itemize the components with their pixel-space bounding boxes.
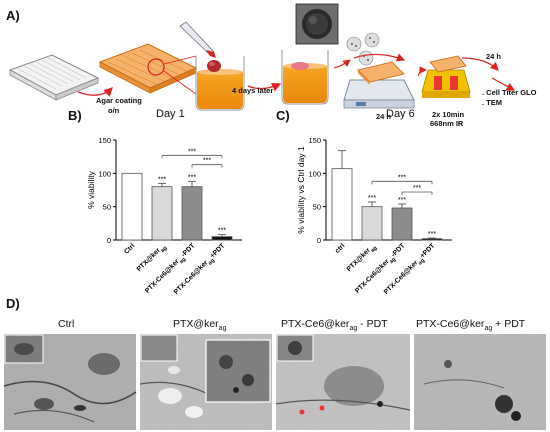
agar-coated-plate [98,43,198,94]
category-label-3: PTX-Ce6@kerag+PDT [383,242,439,296]
step-days-later-label: 4 days later [232,86,274,95]
significance-1: *** [158,176,166,183]
step-ir-line1: 2x 10min [432,110,465,119]
y-tick-label: 50 [313,203,321,212]
tem-micrographs [4,334,546,430]
bar-1 [361,206,383,241]
y-tick-label: 150 [308,136,321,145]
y-tick-label: 0 [107,236,111,245]
bar-3 [421,238,443,241]
ir-illumination-device [421,55,471,98]
bar-2 [391,207,413,241]
step-24h-label: 24 h [376,112,392,121]
tem-inset-ptx-small [140,334,178,362]
plate-shaker [343,53,415,109]
beaker-spheroid [281,50,329,105]
tem-label-ctrl: Ctrl [58,318,75,330]
panel-label-d: D) [6,296,20,311]
tem-inset-ptx-large [205,339,271,403]
nanoparticle-icons [346,32,380,66]
tem-label-plus-pdt: PTX-Ce6@kerag + PDT [416,318,526,333]
bracket-label-0: *** [188,148,196,155]
bracket-label-1: *** [413,185,421,192]
significance-2: *** [188,174,196,181]
significance-2: *** [398,197,406,204]
output-tem-label: . TEM [482,98,502,107]
bracket-label-0: *** [398,174,406,181]
beaker-agar [195,56,245,111]
significance-3: *** [218,228,226,235]
y-tick-label: 100 [308,169,321,178]
category-label-0: Ctrl [123,242,136,255]
chart-b-title: Day 1 [156,108,185,120]
bar-1 [151,186,173,241]
chart-c-title: Day 6 [386,108,415,120]
panel-label-a: A) [6,8,20,23]
workflow-illustration [8,3,516,111]
tem-image-plus-pdt [414,334,546,430]
category-label-3: PTX-Ce6@kerag+PDT [173,242,229,296]
bar-2 [181,186,203,241]
y-axis-label: % viability [86,170,96,209]
pipette [179,21,216,58]
significance-3: *** [428,231,436,238]
tem-image-ptx [139,334,272,430]
y-axis-label: % viability vs Ctrl day 1 [296,146,306,234]
tem-label-minus-pdt: PTX-Ce6@kerag - PDT [281,318,388,333]
step-ir-line2: 668nm IR [430,119,464,128]
significance-1: *** [368,195,376,202]
bracket-label-1: *** [203,158,211,165]
chart-c-day6: 0 50 100 150% viability vs Ctrl day 1 ctrl **… [296,136,452,296]
tem-label-ptx: PTX@kerag [173,318,227,333]
y-tick-label: 50 [103,203,111,212]
output-cell-titer-label: . Cell Titer GLO [482,88,537,97]
category-label-2: PTX-Ce6@kerag-PDT [354,242,409,296]
category-label-0: ctrl [334,242,347,255]
step-24h-second-label: 24 h [486,52,502,61]
bar-0 [331,168,353,241]
panel-label-c: C) [276,108,290,123]
category-label-2: PTX-Ce6@kerag-PDT [144,242,199,296]
step-agar-label: Agar coating [96,96,142,105]
tem-image-minus-pdt [275,334,411,430]
step-overnight-label: o/n [108,106,120,115]
tem-image-ctrl [4,334,137,430]
panel-label-b: B) [68,108,82,123]
y-tick-label: 150 [98,136,111,145]
spheroid-micrograph [295,3,339,45]
y-tick-label: 100 [98,169,111,178]
empty-well-plate [8,54,100,101]
bar-3 [211,236,233,241]
y-tick-label: 0 [317,236,321,245]
bar-0 [121,172,143,241]
